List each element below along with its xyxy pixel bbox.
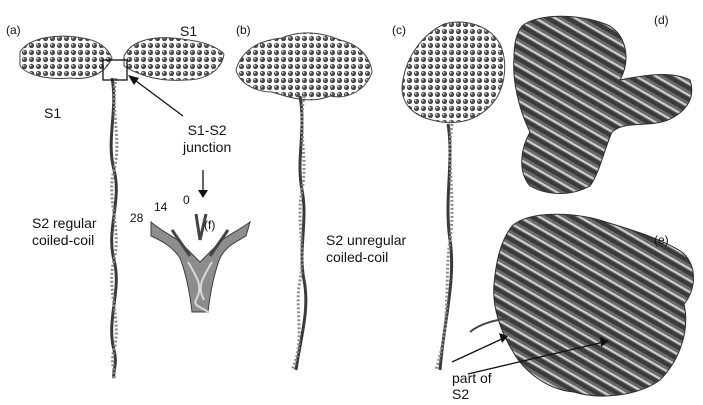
panel-label-c: (c): [392, 24, 406, 36]
junction-label: S1-S2 junction: [183, 122, 231, 156]
panel-d-structure: [514, 16, 692, 193]
heptad-label-28: 28: [130, 212, 143, 224]
panel-c-structure: [402, 22, 505, 370]
panel-a-structure: [20, 36, 224, 378]
panel-label-d: (d): [654, 14, 669, 26]
s2-regular-label: S2 regular coiled-coil: [32, 215, 97, 249]
s1-head-left: [20, 36, 112, 78]
s2-unregular-label: S2 unregular coiled-coil: [326, 232, 406, 266]
heptad-label-14: 14: [154, 201, 167, 213]
s1-label-left: S1: [44, 106, 61, 120]
s1-head-right: [124, 38, 224, 81]
panel-label-e: (e): [654, 234, 669, 246]
panel-label-a: (a): [6, 24, 21, 36]
panel-f-structure: [151, 214, 250, 312]
heptad-label-0: 0: [183, 194, 190, 206]
s1-label-right: S1: [180, 24, 197, 38]
panel-label-f: (f): [204, 219, 215, 231]
panel-label-b: (b): [236, 24, 251, 36]
part-of-s2-label: part of S2: [452, 370, 492, 402]
panel-b-structure: [236, 33, 372, 370]
